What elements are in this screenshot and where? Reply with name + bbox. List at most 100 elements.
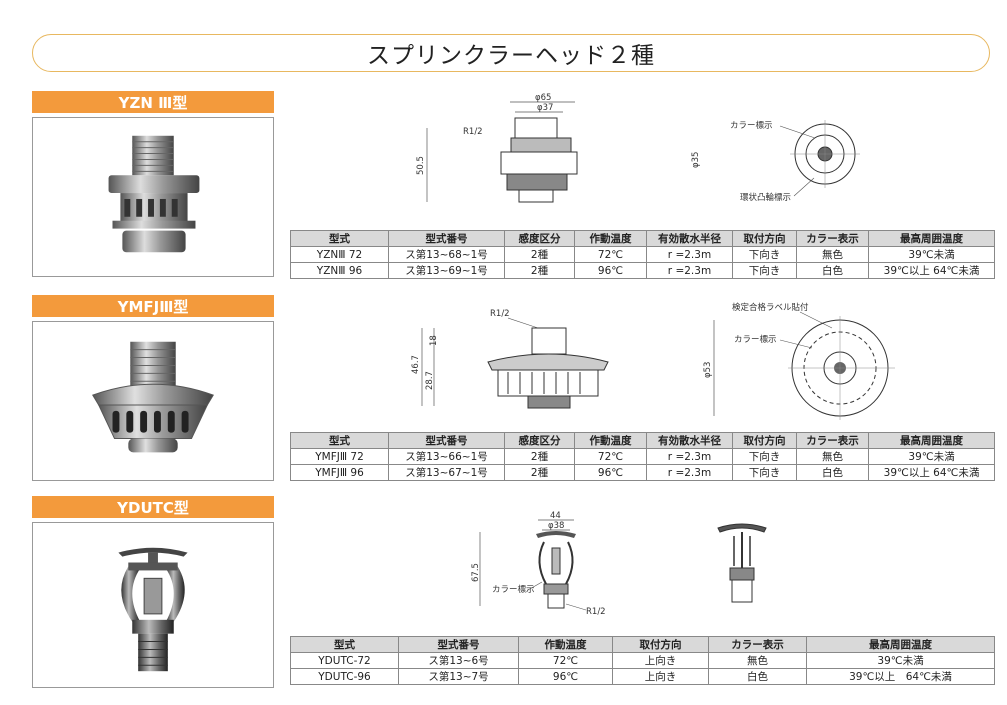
table-cell: YZNⅢ 72 — [290, 246, 389, 263]
table-cell: YDUTC-96 — [290, 668, 399, 685]
table-cell: 72℃ — [574, 448, 647, 465]
table-cell: 72℃ — [574, 246, 647, 263]
table-cell: 39℃未満 — [868, 448, 995, 465]
col-header: 作動温度 — [518, 636, 613, 653]
table-cell: 72℃ — [518, 652, 613, 669]
dim-plan-dia: φ35 — [691, 152, 701, 168]
table-cell: ス第13~69~1号 — [388, 262, 505, 279]
table-cell: YDUTC-72 — [290, 652, 399, 669]
table-row: YMFJⅢ 72 ス第13~66~1号 2種 72℃ r =2.3m 下向き 無… — [290, 448, 995, 465]
table-cell: 96℃ — [574, 262, 647, 279]
table-cell: 2種 — [504, 448, 575, 465]
col-header: 型式 — [290, 636, 399, 653]
col-header: 型式番号 — [398, 636, 519, 653]
table-cell: 2種 — [504, 246, 575, 263]
table-cell: 上向き — [612, 668, 709, 685]
table-cell: r =2.3m — [646, 262, 733, 279]
product-photo-yzn — [32, 117, 274, 277]
table-cell: 白色 — [796, 262, 869, 279]
table-cell: ス第13~7号 — [398, 668, 519, 685]
dim-width: 44 — [550, 511, 561, 521]
col-header: 型式 — [290, 230, 389, 247]
col-header: 取付方向 — [612, 636, 709, 653]
table-cell: 39℃以上 64℃未満 — [868, 464, 995, 481]
table-cell: 下向き — [732, 262, 797, 279]
col-header: カラー表示 — [708, 636, 807, 653]
table-cell: ス第13~6号 — [398, 652, 519, 669]
table-cell: 無色 — [796, 246, 869, 263]
dim-outer-dia: φ65 — [535, 93, 551, 103]
col-header: 最高周囲温度 — [806, 636, 995, 653]
col-header: 取付方向 — [732, 230, 797, 247]
table-cell: 39℃未満 — [806, 652, 995, 669]
spec-table-ydutc: 型式 型式番号 作動温度 取付方向 カラー表示 最高周囲温度 YDUTC-72 … — [290, 636, 995, 685]
col-header: カラー表示 — [796, 432, 869, 449]
table-header-row: 型式 型式番号 感度区分 作動温度 有効散水半径 取付方向 カラー表示 最高周囲… — [290, 432, 995, 449]
table-cell: 無色 — [708, 652, 807, 669]
dim-height: 50.5 — [416, 156, 426, 175]
color-mark-label: カラー標示 — [492, 584, 535, 595]
table-cell: r =2.3m — [646, 464, 733, 481]
table-cell: 上向き — [612, 652, 709, 669]
col-header: 感度区分 — [504, 230, 575, 247]
col-header: 作動温度 — [574, 230, 647, 247]
color-mark-label: カラー標示 — [734, 334, 777, 345]
col-header: カラー表示 — [796, 230, 869, 247]
table-cell: YMFJⅢ 72 — [290, 448, 389, 465]
dim-total-height: 46.7 — [411, 355, 421, 374]
col-header: 有効散水半径 — [646, 230, 733, 247]
page-title: スプリンクラーヘッド２種 — [32, 34, 990, 72]
side-drawing-yzn: φ65 φ37 R1/2 50.5 — [415, 92, 615, 220]
table-cell: YMFJⅢ 96 — [290, 464, 389, 481]
table-row: YZNⅢ 96 ス第13~69~1号 2種 96℃ r =2.3m 下向き 白色… — [290, 262, 995, 279]
spec-table-ymfj: 型式 型式番号 感度区分 作動温度 有効散水半径 取付方向 カラー表示 最高周囲… — [290, 432, 995, 481]
dim-thread: R1/2 — [490, 309, 510, 319]
product-photo-ymfj — [32, 321, 274, 481]
front-drawing-ydutc — [712, 518, 772, 610]
col-header: 型式 — [290, 432, 389, 449]
col-header: 作動温度 — [574, 432, 647, 449]
col-header: 型式番号 — [388, 432, 505, 449]
dim-height: 67.5 — [471, 563, 481, 582]
col-header: 最高周囲温度 — [868, 230, 995, 247]
table-header-row: 型式 型式番号 作動温度 取付方向 カラー表示 最高周囲温度 — [290, 636, 995, 653]
table-cell: 2種 — [504, 464, 575, 481]
table-cell: 下向き — [732, 464, 797, 481]
plan-drawing-yzn: カラー標示 φ35 環状凸輪標示 — [690, 112, 885, 212]
table-row: YDUTC-72 ス第13~6号 72℃ 上向き 無色 39℃未満 — [290, 652, 995, 669]
dim-thread: R1/2 — [463, 127, 483, 137]
table-cell: 無色 — [796, 448, 869, 465]
dim-inner-dia: φ37 — [537, 103, 553, 113]
col-header: 最高周囲温度 — [868, 432, 995, 449]
dim-dia: φ38 — [548, 521, 564, 531]
model-label-ymfj: YMFJⅢ型 — [32, 295, 274, 317]
col-header: 有効散水半径 — [646, 432, 733, 449]
model-label-ydutc: YDUTC型 — [32, 496, 274, 518]
dim-thread: R1/2 — [586, 607, 606, 617]
table-cell: 39℃未満 — [868, 246, 995, 263]
dim-body-height: 28.7 — [425, 371, 435, 390]
col-header: 型式番号 — [388, 230, 505, 247]
table-cell: 96℃ — [574, 464, 647, 481]
table-header-row: 型式 型式番号 感度区分 作動温度 有効散水半径 取付方向 カラー表示 最高周囲… — [290, 230, 995, 247]
table-cell: r =2.3m — [646, 246, 733, 263]
table-cell: 2種 — [504, 262, 575, 279]
product-photo-ydutc — [32, 522, 274, 688]
ring-mark-label: 環状凸輪標示 — [740, 192, 791, 203]
table-cell: 下向き — [732, 246, 797, 263]
table-cell: 39℃以上 64℃未満 — [868, 262, 995, 279]
table-cell: ス第13~66~1号 — [388, 448, 505, 465]
color-mark-label: カラー標示 — [730, 120, 773, 131]
spec-table-yzn: 型式 型式番号 感度区分 作動温度 有効散水半径 取付方向 カラー表示 最高周囲… — [290, 230, 995, 279]
col-header: 取付方向 — [732, 432, 797, 449]
dim-top-height: 18 — [429, 335, 439, 346]
inspection-label-mark: 検定合格ラベル貼付 — [732, 302, 809, 313]
table-cell: 96℃ — [518, 668, 613, 685]
table-cell: 下向き — [732, 448, 797, 465]
table-cell: ス第13~68~1号 — [388, 246, 505, 263]
model-label-yzn: YZN Ⅲ型 — [32, 91, 274, 113]
table-cell: 白色 — [708, 668, 807, 685]
table-cell: r =2.3m — [646, 448, 733, 465]
table-row: YZNⅢ 72 ス第13~68~1号 2種 72℃ r =2.3m 下向き 無色… — [290, 246, 995, 263]
dim-plan-dia: φ53 — [703, 362, 713, 378]
